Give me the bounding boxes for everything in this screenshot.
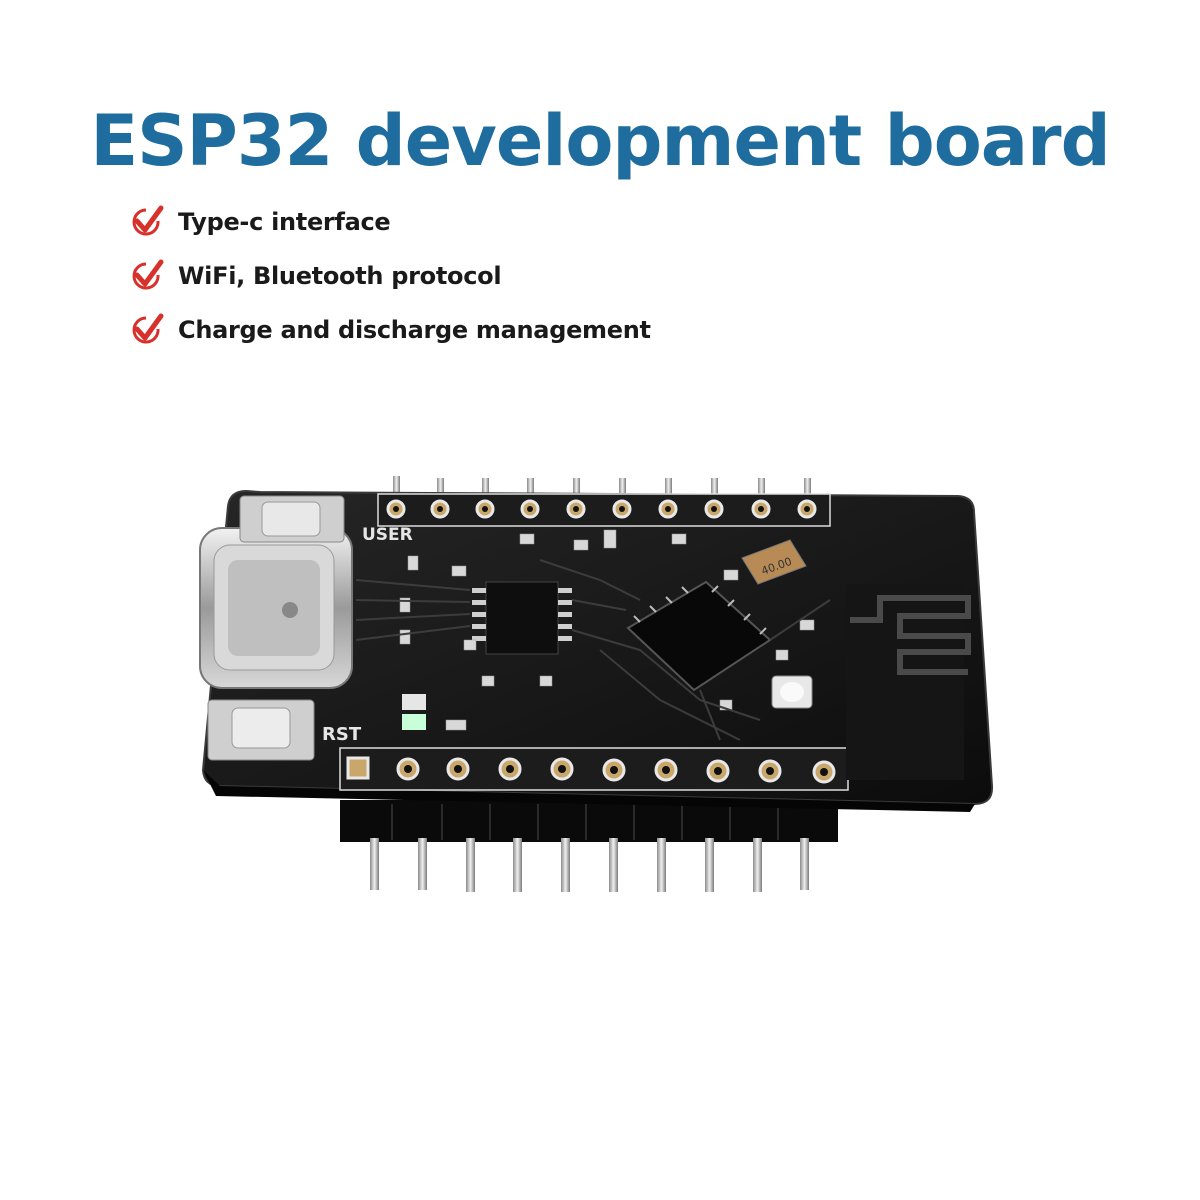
user-silkscreen: USER	[362, 525, 413, 545]
feature-label: Type-c interface	[178, 208, 391, 236]
bottom-pin-header	[340, 800, 838, 892]
feature-item-type-c: Type-c interface	[128, 195, 651, 249]
check-icon	[132, 205, 164, 236]
top-pin-row	[393, 476, 811, 502]
user-button	[239, 495, 345, 543]
page-title: ESP32 development board	[90, 100, 1110, 182]
led-status	[402, 694, 426, 730]
crystal: 40.00	[741, 539, 807, 585]
reset-button	[207, 699, 315, 761]
usb-type-c-port	[199, 527, 353, 689]
rst-silkscreen: RST	[322, 724, 362, 745]
pcb-antenna	[846, 584, 971, 780]
feature-label: WiFi, Bluetooth protocol	[178, 262, 502, 290]
feature-item-wifi-bluetooth: WiFi, Bluetooth protocol	[128, 249, 651, 303]
led-white	[771, 675, 813, 709]
feature-item-charge: Charge and discharge management	[128, 303, 651, 357]
feature-label: Charge and discharge management	[178, 316, 651, 344]
check-icon	[132, 259, 164, 290]
usb-serial-chip	[472, 581, 572, 655]
feature-list: Type-c interface WiFi, Bluetooth protoco…	[128, 195, 651, 357]
check-icon	[132, 313, 164, 344]
